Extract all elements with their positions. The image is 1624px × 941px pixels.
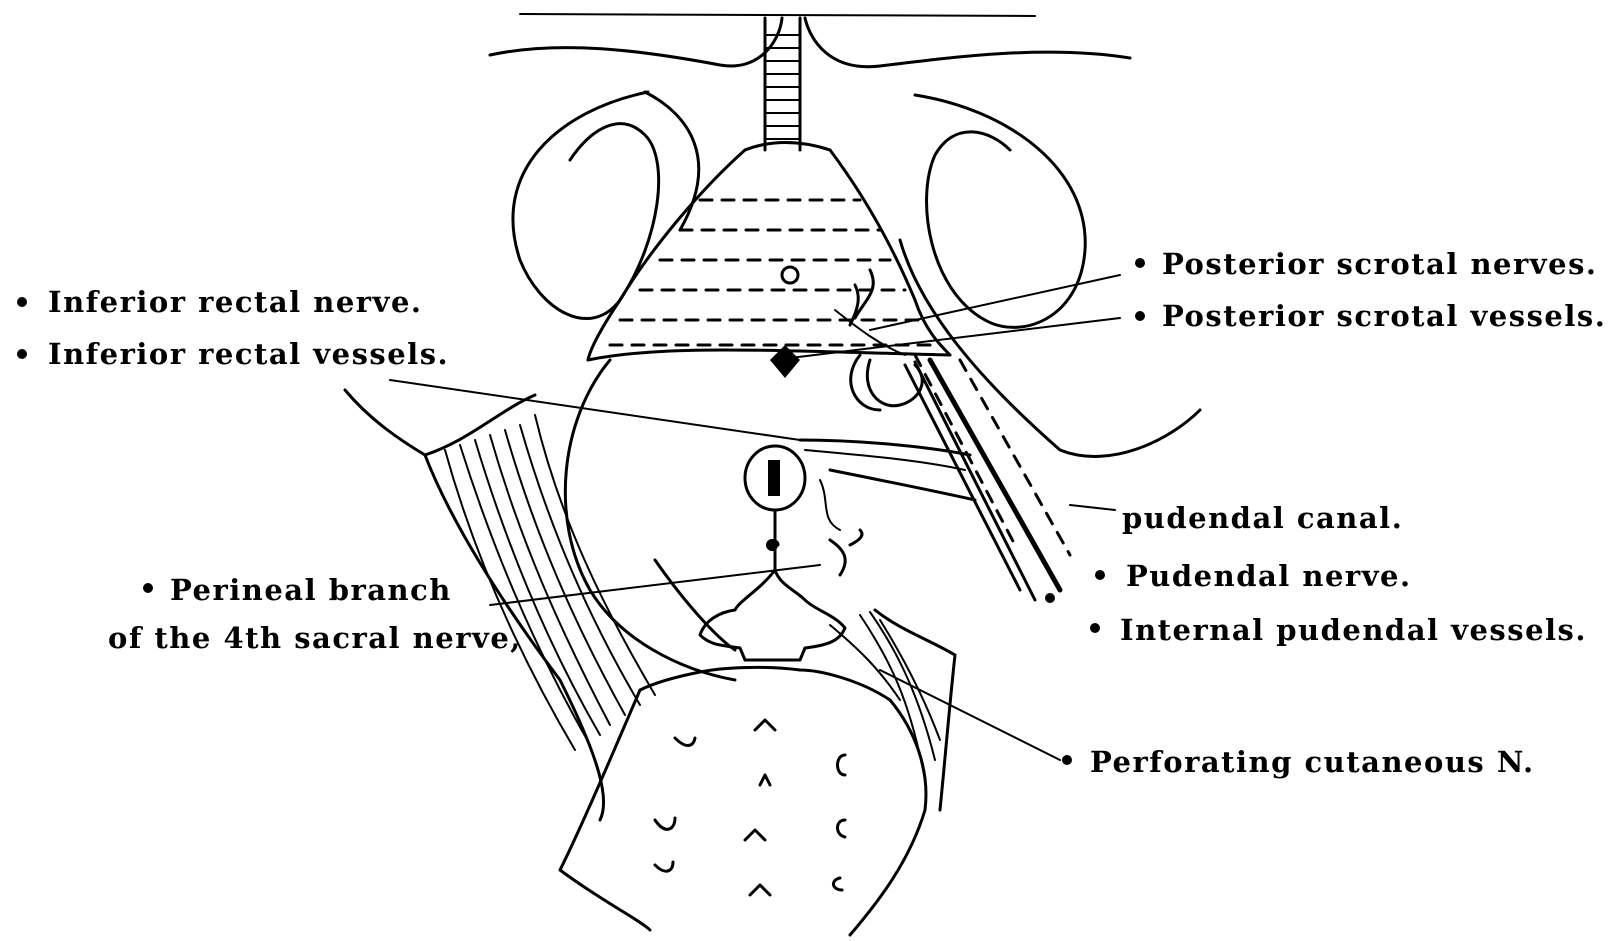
ischioanal-fossa-boundary [565,360,735,680]
top-edge-line [520,14,1035,16]
label-perineal-branch-line1: Perineal branch [170,573,452,607]
left-muscle-fan [445,415,655,750]
right-muscle-fan [830,610,955,810]
left-ischial-loop [513,92,659,319]
fossa-inner-curve [655,560,735,650]
left-thigh-line [425,395,535,455]
label-internal-pudendal-vessels: Internal pudendal vessels. [1120,613,1587,647]
label-posterior-scrotal-vessels: Posterior scrotal vessels. [1162,299,1606,333]
left-outer-arc [645,92,699,230]
inferior-rectal-branches [800,440,975,575]
label-inferior-rectal-nerve: Inferior rectal nerve. [48,285,423,319]
anus [745,446,805,570]
upper-contour [490,18,1130,67]
label-posterior-scrotal-nerves: Posterior scrotal nerves. [1162,247,1598,281]
anococcygeal-body [700,570,845,660]
right-ischial-loop [915,95,1085,327]
label-perineal-branch-line2: of the 4th sacral nerve, [108,621,522,655]
label-pudendal-nerve: Pudendal nerve. [1126,559,1412,593]
label-bullets [17,258,1145,765]
label-perforating-cutaneous: Perforating cutaneous N. [1090,745,1535,779]
label-inferior-rectal-vessels: Inferior rectal vessels. [48,337,449,371]
gluteal-mass [560,667,926,935]
urethra-ladder [765,18,800,150]
coccyx-marks [655,720,845,895]
label-pudendal-canal: pudendal canal. [1122,501,1403,535]
